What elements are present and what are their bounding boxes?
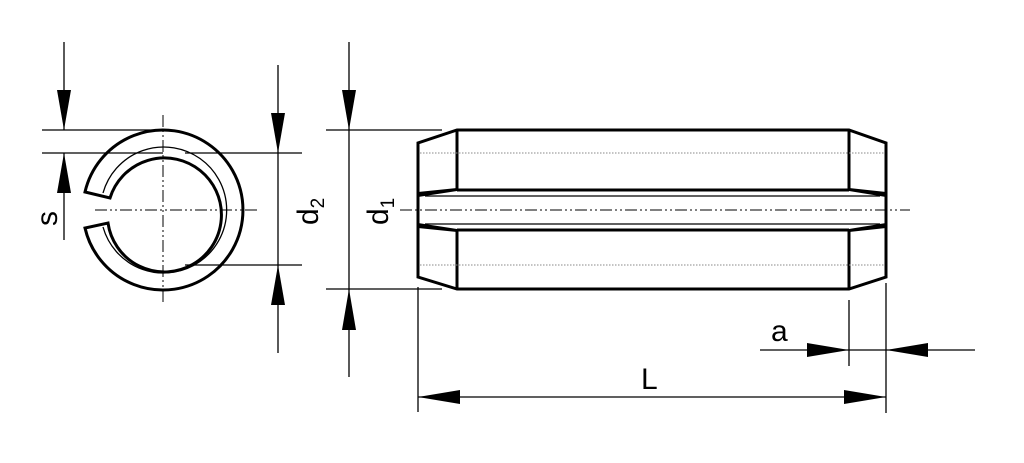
ring-end-view bbox=[83, 115, 258, 302]
dimension-L: L bbox=[417, 283, 887, 413]
pin-side-view bbox=[400, 128, 910, 291]
label-s: s bbox=[31, 211, 64, 226]
label-d2: d2 bbox=[292, 198, 329, 225]
label-d1: d1 bbox=[362, 198, 399, 225]
label-a: a bbox=[771, 315, 788, 348]
label-L: L bbox=[641, 363, 658, 396]
dimension-a: a bbox=[760, 300, 975, 366]
dimension-s: s bbox=[31, 42, 163, 240]
ring-outline bbox=[83, 128, 245, 292]
dimension-d2: d2 bbox=[185, 65, 329, 353]
dimension-d1: d1 bbox=[326, 42, 442, 377]
